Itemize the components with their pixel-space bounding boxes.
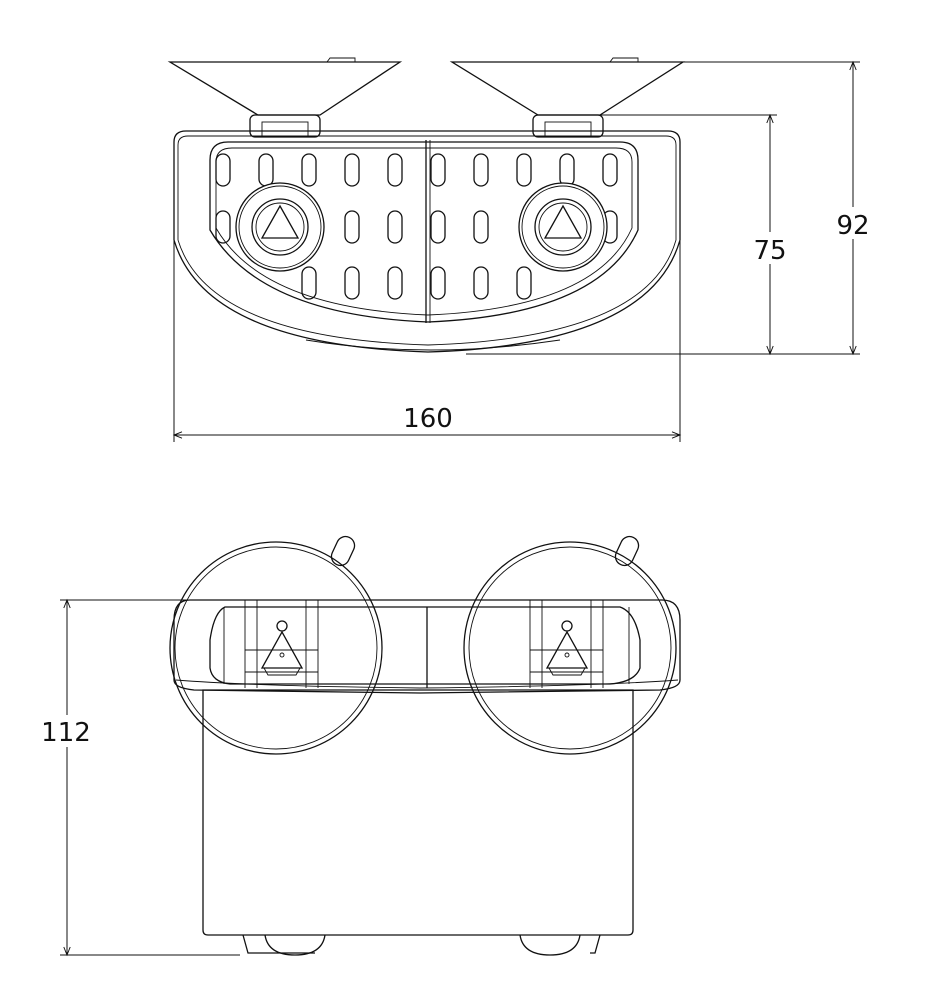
suction-disc-left [169,535,383,755]
suction-disc-right [463,535,677,755]
dimension-label-total-depth: 92 [836,211,869,241]
lock-indicator-right [545,620,589,676]
dimension-height: 112 [40,598,240,957]
suction-cup-right [449,57,686,138]
dimension-label-width: 160 [403,404,453,434]
dimension-body-depth: 75 [596,113,790,356]
release-button-left [235,182,325,272]
dimension-width: 160 [172,240,682,442]
release-button-right [518,182,608,272]
tray-body [173,130,681,353]
suction-cup-left [167,57,403,138]
lock-indicator-left [260,620,304,676]
front-rim [173,599,681,694]
container-box [202,689,634,956]
triangle-icon [260,204,300,239]
front-view: 112 [40,535,681,957]
top-view: 160 92 75 [167,57,874,442]
dimension-label-height: 112 [41,718,91,748]
dimension-label-body-depth: 75 [753,236,786,266]
drain-holes [215,153,618,300]
triangle-icon [543,204,583,239]
dimension-total-depth: 92 [466,60,874,356]
